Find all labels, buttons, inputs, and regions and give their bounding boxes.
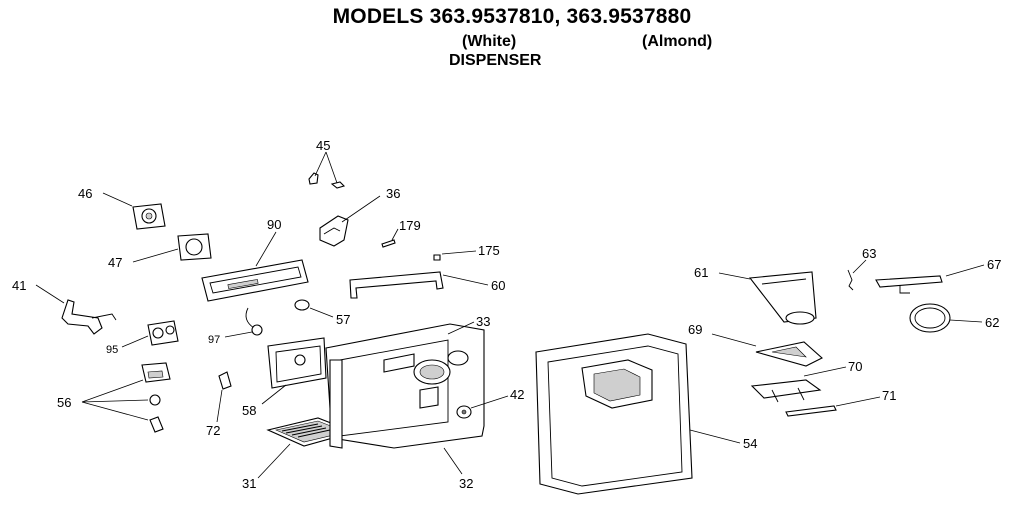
part-32-housing [325,323,485,475]
part-36-bracket [319,195,381,247]
label-54: 54 [743,436,757,451]
label-62: 62 [985,315,999,330]
variant-almond-label: (Almond) [642,33,713,50]
label-36: 36 [386,186,400,201]
part-54-dispenser-frame [535,333,741,495]
label-33: 33 [476,314,490,329]
variant-white-label: (White) [462,33,517,50]
label-97: 97 [208,334,220,346]
part-58-cover [261,337,327,405]
part-63-spring [847,259,867,291]
part-175-screw [433,250,477,261]
label-175: 175 [478,243,500,258]
part-45-clips [308,151,346,189]
page-title: MODELS 363.9537810, 363.9537880 [332,5,692,28]
part-97-harness [224,307,263,338]
part-33-cover-top [447,321,475,335]
part-62-ring [909,303,983,333]
label-71: 71 [882,388,896,403]
part-72-clip [216,371,232,423]
part-57-roller [294,299,334,318]
part-61-funnel [718,271,817,325]
label-41: 41 [12,278,26,293]
label-72: 72 [206,423,220,438]
part-179-screw [381,228,399,248]
part-95-switch [121,320,179,348]
part-60-bracket [349,271,489,299]
part-90-control-panel [201,231,309,302]
label-63: 63 [862,246,876,261]
label-67: 67 [987,257,1001,272]
label-69: 69 [688,322,702,337]
part-47-ring-plate [132,233,212,263]
part-71-bar [785,396,881,417]
label-47: 47 [108,255,122,270]
label-42: 42 [510,387,524,402]
label-95: 95 [106,344,118,356]
label-179: 179 [399,218,421,233]
section-title: DISPENSER [449,52,542,69]
label-61: 61 [694,265,708,280]
part-56-solenoid-set [81,362,171,433]
part-42-actuator [456,395,509,419]
label-32: 32 [459,476,473,491]
part-46-knob-plate [102,192,166,230]
label-70: 70 [848,359,862,374]
label-58: 58 [242,403,256,418]
label-45: 45 [316,138,330,153]
part-41-lever [35,284,117,335]
label-56: 56 [57,395,71,410]
part-67-bracket [875,264,985,294]
label-60: 60 [491,278,505,293]
part-70-lever-arm [750,366,847,403]
label-90: 90 [267,217,281,232]
label-57: 57 [336,312,350,327]
label-46: 46 [78,186,92,201]
part-69-chute [711,333,823,367]
label-31: 31 [242,476,256,491]
